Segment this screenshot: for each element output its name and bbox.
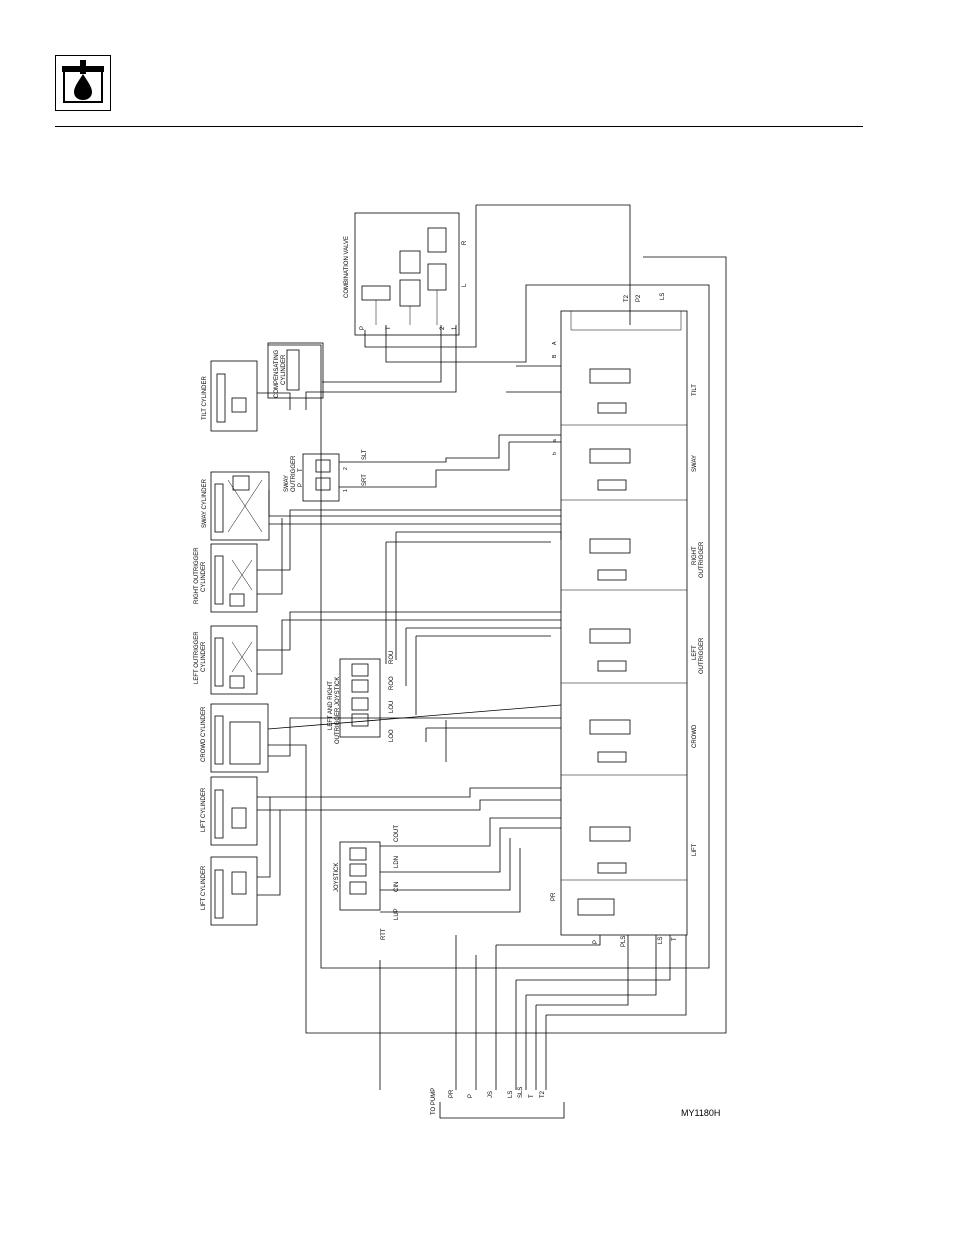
svg-text:P: P	[298, 483, 304, 487]
svg-text:RTT: RTT	[381, 928, 387, 940]
svg-text:T: T	[298, 468, 304, 472]
svg-text:CYLINDER: CYLINDER	[201, 641, 207, 672]
svg-text:OUTRIGGER: OUTRIGGER	[699, 637, 705, 674]
left-outrigger-cylinder: LEFT OUTRIGGER CYLINDER	[194, 625, 258, 695]
svg-text:P: P	[468, 1094, 474, 1098]
pump-line-labels: TO PUMP PR P JS LS SLS T T2	[431, 1087, 546, 1115]
svg-text:T: T	[386, 326, 392, 330]
svg-text:LEFT AND RIGHT: LEFT AND RIGHT	[328, 681, 334, 730]
joystick: JOYSTICK COUT LDN CIN LUP RTT	[334, 825, 400, 940]
main-control-valve: TILT SWAY RIGHT OUTRIGGER LEFT OUTRIGGER…	[551, 293, 705, 947]
svg-text:B: B	[552, 354, 558, 358]
svg-text:OUTRIGGER: OUTRIGGER	[699, 541, 705, 578]
svg-text:R: R	[462, 240, 468, 245]
svg-text:RIGHT: RIGHT	[692, 546, 698, 565]
svg-text:PR: PR	[551, 892, 557, 901]
svg-text:LEFT OUTRIGGER: LEFT OUTRIGGER	[194, 631, 200, 684]
svg-text:2: 2	[343, 467, 349, 470]
svg-text:JOYSTICK: JOYSTICK	[334, 863, 340, 892]
svg-text:OUTRIGGER JOYSTICK: OUTRIGGER JOYSTICK	[335, 677, 341, 744]
tilt-cylinder: TILT CYLINDER	[202, 360, 258, 432]
svg-text:ROU: ROU	[389, 651, 395, 664]
svg-text:LS: LS	[508, 1091, 514, 1098]
svg-text:SRT: SRT	[362, 474, 368, 486]
svg-text:P2: P2	[636, 294, 642, 302]
svg-text:1: 1	[452, 326, 458, 330]
svg-text:LEFT: LEFT	[692, 645, 698, 660]
svg-text:CYLINDER: CYLINDER	[281, 354, 287, 385]
svg-text:P: P	[360, 326, 366, 330]
sway-outrigger-control: SWAY OUTRIGGER SLT SRT P T 1 2	[284, 449, 368, 502]
lift-cylinder: LIFT CYLINDER	[201, 856, 258, 926]
svg-text:T2: T2	[540, 1090, 546, 1098]
hydraulic-lines	[257, 204, 727, 1119]
svg-text:LIFT CYLINDER: LIFT CYLINDER	[201, 865, 207, 910]
svg-text:L: L	[462, 283, 468, 287]
svg-text:a: a	[552, 439, 558, 442]
svg-text:SWAY: SWAY	[692, 455, 698, 472]
svg-text:RIGHT OUTRIGGER: RIGHT OUTRIGGER	[194, 547, 200, 604]
svg-text:T: T	[529, 1094, 535, 1098]
figure-id: MY1180H	[681, 1108, 720, 1118]
svg-text:P: P	[593, 940, 599, 944]
combination-valve: COMBINATION VALVE P T 2 1 R L	[344, 212, 468, 336]
svg-text:JS: JS	[488, 1091, 494, 1098]
hydraulic-oil-drop-icon	[55, 55, 111, 111]
svg-text:COUT: COUT	[394, 825, 400, 842]
crowd-cylinder: CROWD CYLINDER	[201, 703, 269, 773]
svg-text:T2: T2	[624, 294, 630, 302]
svg-text:LUP: LUP	[394, 908, 400, 920]
svg-text:T: T	[672, 937, 678, 941]
svg-text:LS: LS	[658, 937, 664, 944]
svg-text:LIFT CYLINDER: LIFT CYLINDER	[201, 787, 207, 832]
svg-text:2: 2	[440, 326, 446, 330]
compensating-cylinder: COMPENSATING CYLINDER	[267, 342, 324, 399]
svg-text:TILT: TILT	[692, 384, 698, 396]
svg-text:SLS: SLS	[518, 1087, 524, 1098]
sway-cylinder: SWAY CYLINDER	[202, 471, 270, 541]
svg-text:TILT CYLINDER: TILT CYLINDER	[202, 376, 208, 420]
svg-text:LIFT: LIFT	[692, 843, 698, 856]
svg-text:CIN: CIN	[394, 882, 400, 892]
svg-text:LDN: LDN	[394, 856, 400, 868]
svg-text:PR: PR	[449, 1089, 455, 1098]
svg-text:ROO: ROO	[389, 676, 395, 690]
svg-text:1: 1	[343, 489, 349, 492]
right-outrigger-cylinder: RIGHT OUTRIGGER CYLINDER	[194, 543, 258, 613]
combination-valve-label: COMBINATION VALVE	[344, 236, 350, 298]
svg-text:b: b	[552, 452, 558, 455]
svg-text:CROWD: CROWD	[692, 724, 698, 748]
svg-text:CYLINDER: CYLINDER	[201, 561, 207, 592]
svg-text:OUTRIGGER: OUTRIGGER	[291, 455, 297, 492]
svg-text:LS: LS	[660, 293, 666, 300]
lr-outrigger-joystick: LEFT AND RIGHT OUTRIGGER JOYSTICK ROU RO…	[328, 651, 395, 744]
svg-text:PLS: PLS	[621, 936, 627, 947]
svg-text:SWAY: SWAY	[284, 475, 290, 492]
svg-text:LOO: LOO	[389, 729, 395, 742]
svg-text:A: A	[552, 341, 558, 345]
svg-text:LOU: LOU	[389, 701, 395, 713]
svg-text:SWAY CYLINDER: SWAY CYLINDER	[202, 478, 208, 528]
lift-cylinder: LIFT CYLINDER	[201, 776, 258, 846]
header-rule	[55, 126, 863, 127]
svg-text:COMPENSATING: COMPENSATING	[274, 349, 280, 398]
svg-text:CROWD CYLINDER: CROWD CYLINDER	[201, 706, 207, 762]
svg-text:SLT: SLT	[362, 449, 368, 460]
svg-text:TO PUMP: TO PUMP	[431, 1088, 437, 1115]
